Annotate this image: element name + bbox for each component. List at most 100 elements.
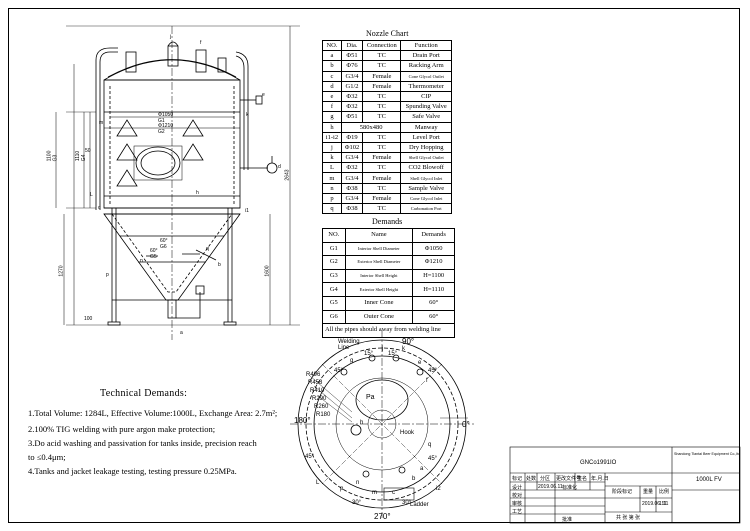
label-d: d [278,164,281,170]
label-deg15a: 15° [364,351,374,357]
cell-connection: Female [362,70,402,82]
cell-no: i1-i2 [322,131,342,143]
label-welding-line: Welding Line [338,339,360,351]
cell-dia: Φ38 [340,182,364,194]
cell-name: Interior Shell Height [344,268,414,284]
tb-check: 校对 [512,493,523,499]
col-demands: Demands [412,228,455,243]
drawing-frame [8,8,740,523]
cell-no: G4 [322,282,346,297]
label-h-total: 2643 [284,169,291,181]
cell-no: h [322,121,342,133]
label-e: e [262,92,265,98]
company-name: Shandong Tiantai Beer Equipment Co.,ltd [674,452,741,456]
cell-name: Inner Cone [344,295,414,311]
cell-connection: TC [362,162,402,174]
cell-function: Thermometer [400,80,452,92]
col-name: Name [344,228,414,243]
cell-dia: G3/4 [340,70,364,82]
cell-no: k [322,152,342,164]
cell-no: a [322,50,342,62]
cell-demand: Φ1210 [412,255,455,270]
label-g5: 60° G5 [150,248,158,260]
label-plan-l: L [316,480,320,486]
label-plan-b: b [412,476,416,482]
cell-function: Sample Valve [400,182,452,194]
label-deg45b: 45° [334,368,344,374]
cell-connection: Female [362,192,402,205]
label-h-base: 100 [84,316,93,322]
label-deg45a: 45° [428,368,438,374]
label-plan-k: k [402,346,405,352]
label-deg30a: 30° [352,500,362,506]
cell-connection: TC [362,111,402,123]
cell-dia: G1/2 [340,80,364,92]
cell-dia: G3/4 [340,172,364,184]
label-deg45d: 45° [305,454,315,460]
cell-connection: TC [362,182,402,194]
label-plan-c: c [392,490,395,496]
cell-function: Shell Glycol Outlet [400,152,452,164]
cell-function: CO2 Blowoff [400,162,452,174]
cell-no: q [322,202,342,215]
cell-connection: TC [362,101,402,113]
label-f: f [200,40,202,46]
label-plan-e: e [418,360,422,366]
label-b: b [218,262,221,268]
technical-demands-line: to ≤0.4μm; [28,452,66,462]
label-deg15b: 15° [388,351,398,357]
label-a: a [180,330,183,336]
cell-connection: Female [362,152,402,164]
cell-function: Cone Glycol Outlet [400,70,452,82]
label-plan-h: h [360,420,364,426]
product-name: 1000L FV [696,477,722,483]
label-n: n [140,258,143,264]
label-r496: R496 [306,372,321,378]
label-deg270: 270° [374,512,391,521]
cell-function: Level Port [400,131,452,143]
cell-no: j [322,141,342,154]
label-plan-j: j [382,346,384,352]
cell-dia: Φ51 [340,50,364,62]
label-plan-m: m [372,490,377,496]
cell-demand: H=1110 [412,282,455,297]
label-plan-a: a [420,466,424,472]
cell-dia: Φ51 [340,111,364,123]
label-pa: Pa [366,394,375,401]
technical-demands-line: 3.Do acid washing and passivation for ta… [28,438,257,448]
label-l: L [90,192,93,198]
cell-no: G6 [322,309,346,325]
cell-name: Interior Shell Diameter [344,241,414,257]
cell-no: n [322,182,342,194]
label-g6: 60° G6 [160,238,168,250]
cell-dia: Φ32 [340,90,364,103]
label-r260: R260 [314,404,329,410]
cell-no: G1 [322,241,346,257]
cell-function: Dry Hopping [400,141,452,154]
cell-function: Spunding Valve [400,101,452,113]
cell-connection: TC [362,202,402,215]
cell-name: Outer Cone [344,309,414,325]
label-g1: Φ1050 G1 [158,112,174,124]
col-dia: Dia. [340,39,364,52]
label-r458: R458 [308,380,323,386]
cell-name: Exterior Shell Height [344,282,414,297]
cell-no: c [322,70,342,82]
label-plan-f: f [426,378,428,384]
col-function: Function [400,39,452,52]
cell-name: Exterior Shell Diameter [344,255,414,270]
cell-no: G5 [322,295,346,311]
label-g2: Φ1210 G2 [158,123,174,135]
tb-mark: 标记 [512,476,523,482]
